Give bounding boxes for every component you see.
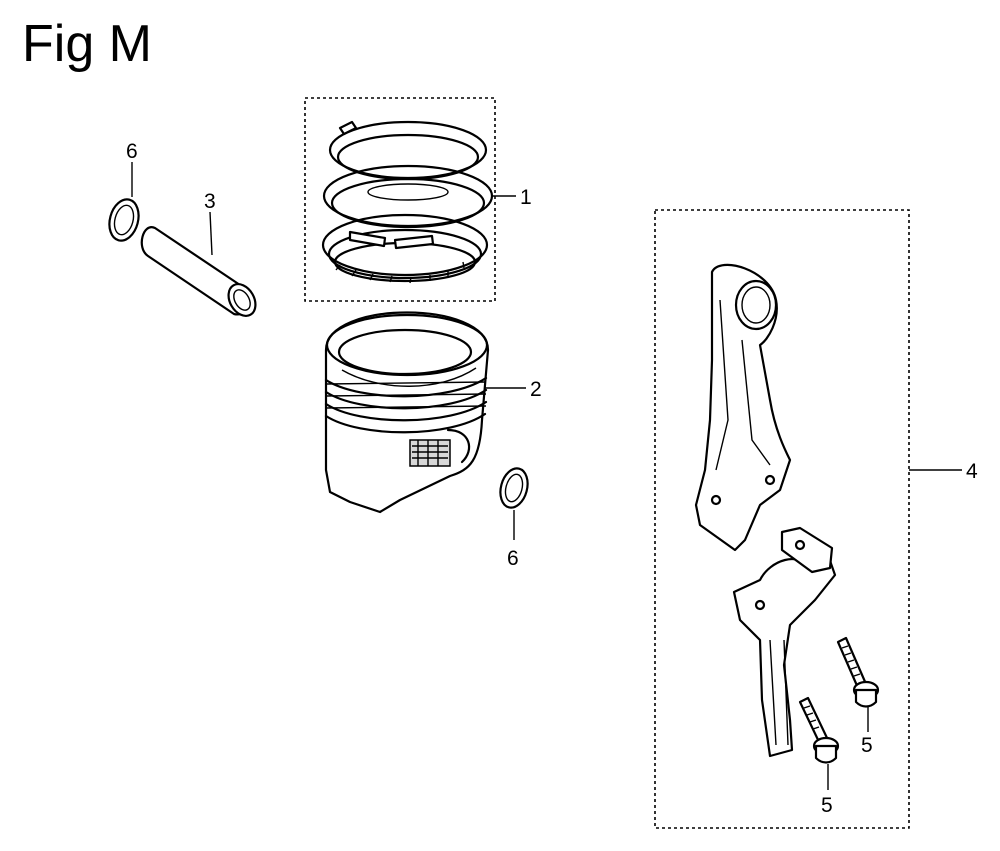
- piston-rings[interactable]: [321, 120, 494, 284]
- callout-5-upper: 5: [861, 734, 873, 757]
- conrod-group-box: [654, 209, 910, 829]
- rings-group-box: [304, 97, 496, 302]
- callout-6-left: 6: [126, 140, 138, 163]
- callout-3: 3: [204, 190, 216, 213]
- callout-5-lower: 5: [821, 794, 833, 817]
- rod-bolt-a[interactable]: [836, 636, 880, 708]
- piston[interactable]: [324, 311, 490, 514]
- figure-title: Fig M: [22, 15, 152, 73]
- callout-2: 2: [530, 378, 542, 401]
- clip-right[interactable]: [496, 465, 531, 510]
- rod-bolt-b[interactable]: [798, 696, 840, 764]
- leader-line-3: [209, 211, 213, 256]
- callout-6-right: 6: [507, 547, 519, 570]
- callout-1: 1: [520, 186, 532, 209]
- connecting-rod[interactable]: [694, 263, 837, 758]
- clip-left[interactable]: [105, 196, 143, 244]
- callout-4: 4: [966, 460, 978, 483]
- piston-pin[interactable]: [140, 226, 261, 321]
